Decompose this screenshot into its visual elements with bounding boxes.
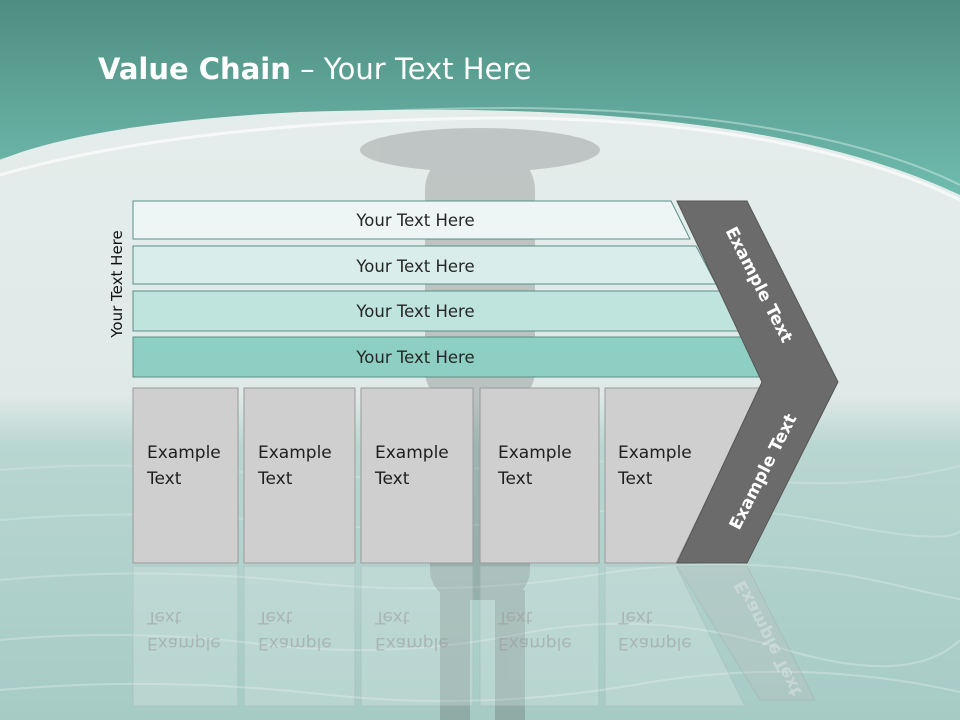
primary-box-2-shape bbox=[243, 387, 356, 564]
support-band-1[interactable]: Your Text Here bbox=[133, 201, 698, 239]
primary-box-1-label: Example Text bbox=[147, 443, 221, 489]
margin-arrow-shape bbox=[676, 200, 839, 564]
primary-box-1-shape bbox=[132, 387, 239, 564]
primary-box-4-label: Example Text bbox=[498, 443, 572, 489]
primary-box-2-label: Example Text bbox=[258, 443, 332, 489]
support-band-1-label: Your Text Here bbox=[356, 210, 475, 230]
primary-box-3[interactable]: Example Text bbox=[361, 388, 473, 563]
primary-box-1[interactable]: Example Text bbox=[133, 388, 238, 563]
primary-box-2-reflection-label: Example Text bbox=[258, 607, 332, 653]
slide-title: Value Chain – Your Text Here bbox=[98, 52, 532, 86]
primary-box-1-reflection: Example Text bbox=[133, 568, 238, 708]
primary-box-2-reflection: Example Text bbox=[244, 568, 355, 708]
primary-box-5-reflection: Example Text bbox=[604, 568, 714, 708]
support-band-3-label: Your Text Here bbox=[356, 301, 475, 321]
primary-box-4[interactable]: Example Text bbox=[484, 388, 599, 563]
primary-box-2[interactable]: Example Text bbox=[244, 388, 355, 563]
primary-box-5-label: Example Text bbox=[618, 443, 692, 489]
primary-box-1-reflection-label: Example Text bbox=[147, 607, 221, 653]
support-activities-vertical-label: Your Text Here bbox=[108, 230, 126, 338]
support-band-3[interactable]: Your Text Here bbox=[133, 292, 698, 330]
primary-box-3-reflection-label: Example Text bbox=[375, 607, 449, 653]
support-band-1-shape bbox=[132, 200, 691, 240]
support-band-4[interactable]: Your Text Here bbox=[133, 338, 698, 376]
primary-box-5[interactable]: Example Text bbox=[604, 388, 724, 563]
primary-box-4-reflection: Example Text bbox=[484, 568, 599, 708]
support-band-2[interactable]: Your Text Here bbox=[133, 247, 698, 285]
primary-box-4-shape bbox=[479, 387, 600, 564]
primary-box-5-shape bbox=[604, 387, 762, 564]
title-rest: – Your Text Here bbox=[290, 52, 532, 86]
support-band-4-label: Your Text Here bbox=[356, 347, 475, 367]
title-bold: Value Chain bbox=[98, 52, 291, 86]
primary-box-3-label: Example Text bbox=[375, 443, 449, 489]
primary-box-3-shape bbox=[360, 387, 474, 564]
primary-box-3-reflection: Example Text bbox=[361, 568, 473, 708]
primary-box-5-reflection-label: Example Text bbox=[618, 607, 692, 653]
primary-box-4-reflection-label: Example Text bbox=[498, 607, 572, 653]
support-band-2-label: Your Text Here bbox=[356, 256, 475, 276]
